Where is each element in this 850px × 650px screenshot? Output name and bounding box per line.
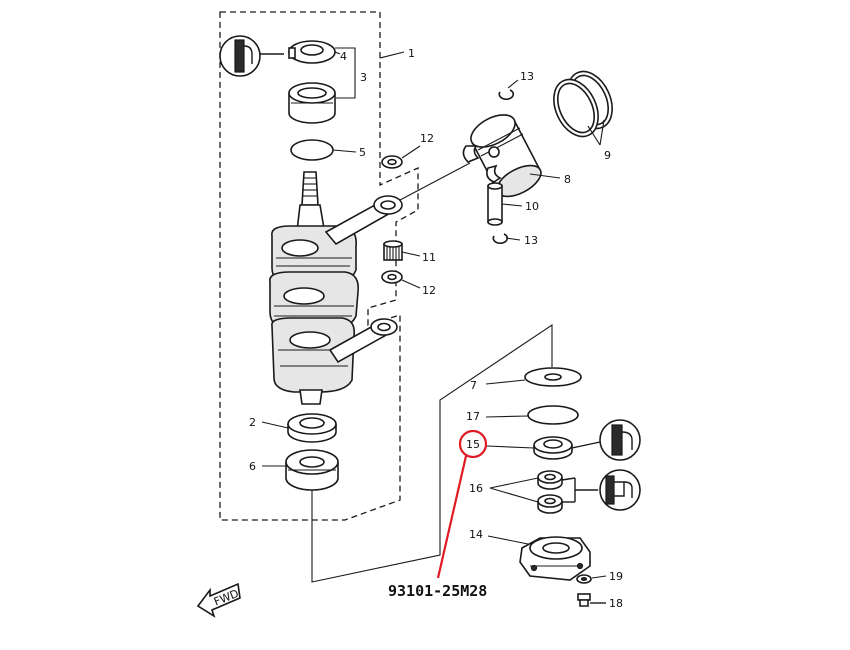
- leader-4: [334, 51, 341, 55]
- callout-15: 15: [466, 438, 480, 451]
- piston-pin-clip-lower: [492, 233, 509, 244]
- leader-1: [379, 51, 405, 59]
- assembly-line-piston: [399, 162, 471, 201]
- leader-5: [332, 149, 357, 153]
- seal-detail-magnifier-15: [571, 419, 641, 461]
- leader-14: [487, 535, 529, 545]
- crankshaft-assembly-outline: [219, 11, 419, 521]
- callout-13-upper: 13: [520, 70, 534, 83]
- callout-6: 6: [249, 460, 256, 473]
- piston: [462, 114, 542, 198]
- callout-3: 3: [360, 71, 367, 84]
- bearing-upper: [288, 82, 336, 124]
- leader-12-lower: [401, 279, 421, 289]
- leader-13-upper: [507, 79, 519, 89]
- callout-16: 16: [469, 482, 483, 495]
- leader-10: [501, 203, 523, 207]
- leader-15: [486, 445, 535, 449]
- highlight-leader: [436, 455, 468, 579]
- thrust-washer-lower: [381, 270, 403, 284]
- o-ring: [290, 139, 334, 161]
- connecting-rod-upper: [324, 195, 403, 246]
- fwd-label: FWD: [212, 587, 241, 609]
- crankshaft: [269, 171, 360, 405]
- leader-8: [529, 173, 561, 179]
- leader-12-upper: [401, 145, 421, 159]
- thrust-washer-upper: [381, 155, 403, 169]
- piston-rings: [553, 70, 613, 138]
- bearing-lower: [285, 449, 339, 491]
- callout-1: 1: [408, 47, 415, 60]
- callout-2: 2: [249, 416, 256, 429]
- callout-13-lower: 13: [524, 234, 538, 247]
- needle-bearing: [383, 240, 403, 261]
- washer-19: [576, 574, 592, 584]
- piston-pin: [487, 182, 503, 226]
- callout-7: 7: [470, 379, 477, 392]
- leader-2: [261, 421, 289, 429]
- lower-bearing-housing: [519, 536, 591, 581]
- oil-seal-lower: [287, 413, 337, 443]
- oil-seal-16-lower: [537, 494, 563, 514]
- highlight-circle-15: [458, 429, 488, 459]
- leader-3: [335, 47, 356, 99]
- callout-5: 5: [359, 146, 366, 159]
- piston-pin-clip-upper: [498, 89, 515, 100]
- callout-12-lower: 12: [422, 284, 436, 297]
- oil-seal-16-upper: [537, 470, 563, 490]
- oil-seal-top: [288, 40, 336, 64]
- lower-o-ring: [527, 405, 579, 425]
- leader-11: [401, 251, 421, 257]
- callout-14: 14: [469, 528, 483, 541]
- seal-detail-magnifier-16: [561, 469, 641, 511]
- leader-16: [489, 477, 539, 503]
- leader-9: [587, 119, 605, 146]
- leader-19: [591, 575, 607, 579]
- callout-17: 17: [466, 410, 480, 423]
- seal-detail-magnifier-top: [219, 35, 284, 77]
- callout-12-upper: 12: [420, 132, 434, 145]
- callout-8: 8: [564, 173, 571, 186]
- assembly-line-bottom: [311, 323, 553, 583]
- callout-19: 19: [609, 570, 623, 583]
- leader-7: [485, 379, 526, 385]
- connecting-rod-lower: [328, 318, 398, 364]
- highlight-part-number: 93101-25M28: [388, 582, 487, 600]
- crankcase-shim-washer: [524, 367, 582, 387]
- oil-seal-15: [533, 436, 573, 460]
- callout-18: 18: [609, 597, 623, 610]
- fwd-direction-marker: FWD: [196, 582, 241, 618]
- callout-11: 11: [422, 251, 436, 264]
- leader-17: [485, 415, 529, 418]
- callout-10: 10: [525, 200, 539, 213]
- bolt-18: [577, 593, 606, 607]
- callout-4: 4: [340, 50, 347, 63]
- leader-13-lower: [505, 237, 521, 241]
- callout-9: 9: [604, 149, 611, 162]
